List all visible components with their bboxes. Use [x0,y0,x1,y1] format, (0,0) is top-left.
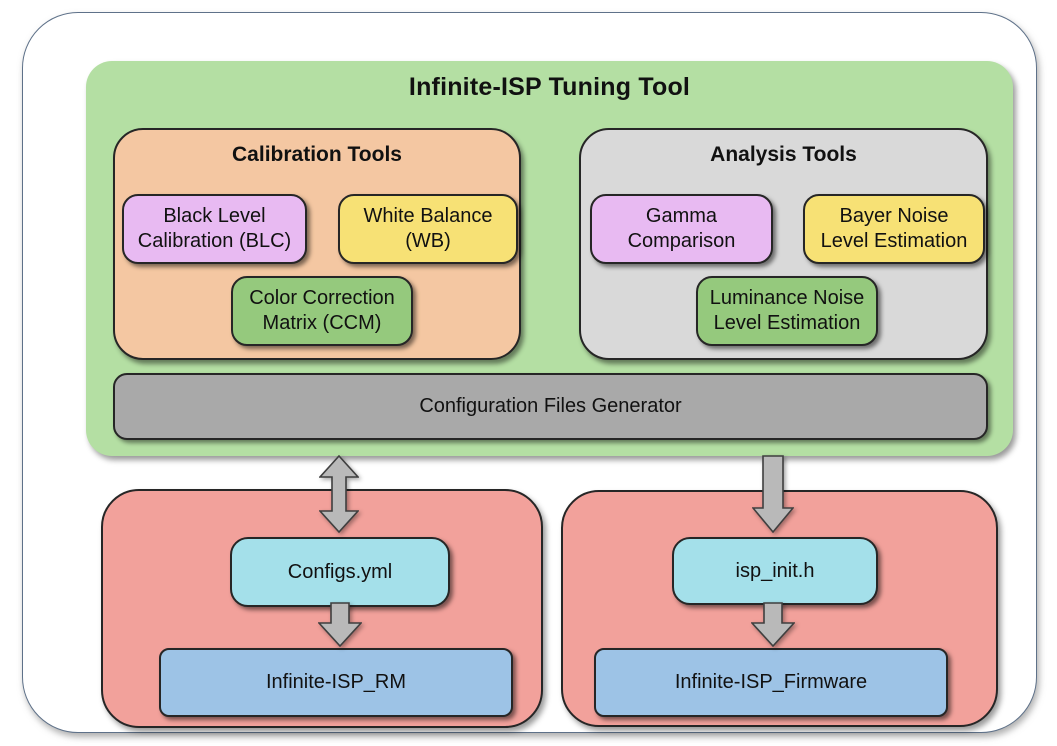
rm-output-panel: Configs.yml Infinite-ISP_RM [101,489,543,728]
node-infinite-isp-firmware: Infinite-ISP_Firmware [594,648,948,717]
analysis-tools-panel: Analysis Tools Gamma Comparison Bayer No… [579,128,988,360]
down-arrow-icon [751,602,795,647]
down-arrow-shape [752,455,794,533]
diagram-title: Infinite-ISP Tuning Tool [408,73,691,101]
configuration-files-generator-bar: Configuration Files Generator [113,373,988,440]
bidirectional-arrow-shape [319,455,359,533]
bidirectional-arrow-icon [319,455,359,533]
down-arrow-shape [318,602,362,647]
node-configs-yml: Configs.yml [230,537,450,607]
node-black-level-calibration: Black Level Calibration (BLC) [122,194,307,264]
down-arrow-icon [752,455,794,533]
node-color-correction-matrix: Color Correction Matrix (CCM) [231,276,413,346]
calibration-tools-title: Calibration Tools [232,143,402,166]
down-arrow-shape [751,602,795,647]
node-infinite-isp-rm: Infinite-ISP_RM [159,648,513,717]
node-white-balance: White Balance (WB) [338,194,518,264]
calibration-tools-panel: Calibration Tools Black Level Calibratio… [113,128,521,360]
node-gamma-comparison: Gamma Comparison [590,194,773,264]
outer-frame: Infinite-ISP Tuning Tool Calibration Too… [22,12,1037,733]
node-luminance-noise-level-estimation: Luminance Noise Level Estimation [696,276,878,346]
analysis-tools-title: Analysis Tools [710,143,857,166]
node-bayer-noise-level-estimation: Bayer Noise Level Estimation [803,194,985,264]
node-isp-init-h: isp_init.h [672,537,878,605]
down-arrow-icon [318,602,362,647]
tuning-tool-panel: Infinite-ISP Tuning Tool Calibration Too… [86,61,1013,456]
